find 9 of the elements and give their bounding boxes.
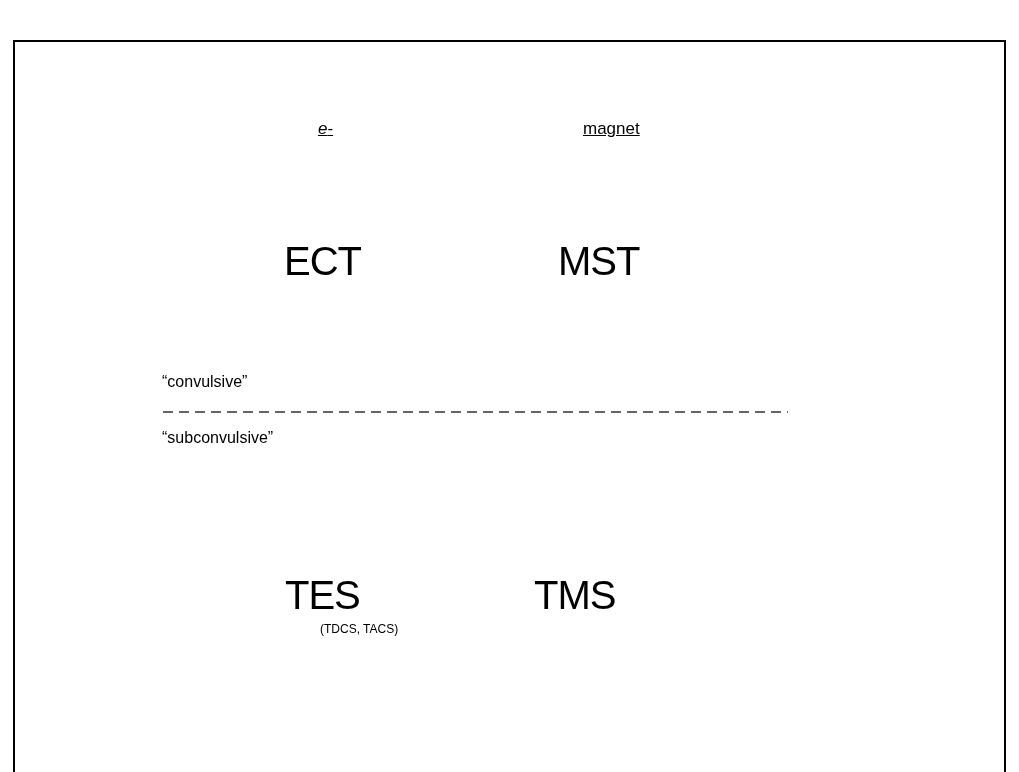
label-text: “convulsive”	[162, 372, 248, 392]
label-text: TMS	[534, 572, 616, 619]
label-text: e-	[318, 118, 334, 140]
label-text: (TDCS, TACS)	[320, 622, 399, 637]
label-text: TES	[285, 572, 360, 619]
label-text: MST	[558, 238, 640, 285]
label-text: “subconvulsive”	[162, 428, 274, 448]
label-text: magnet	[583, 118, 640, 140]
label-text: ECT	[284, 238, 361, 285]
